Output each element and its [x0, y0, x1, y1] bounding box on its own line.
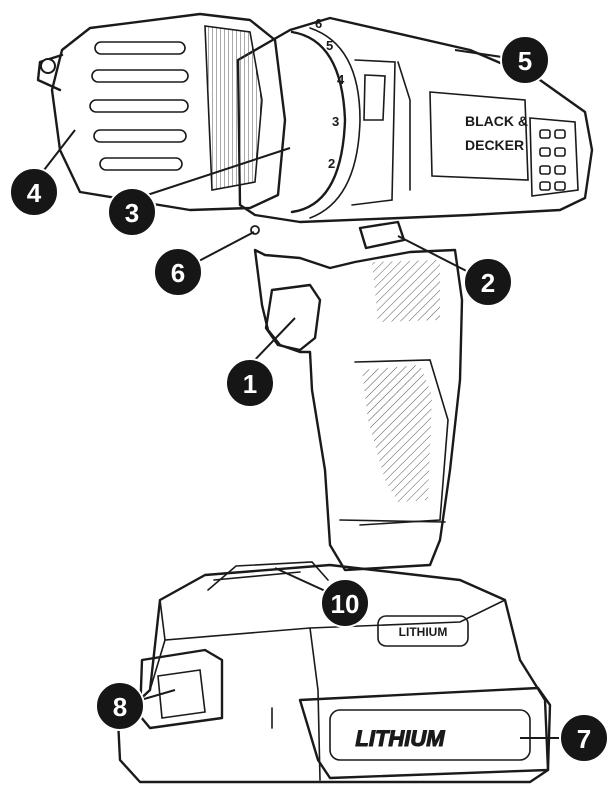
clutch-numbers: 2 3 4 5 6 [315, 16, 345, 171]
keyless-chuck [36, 12, 287, 212]
clutch-number: 3 [332, 114, 339, 129]
trigger-switch [264, 283, 322, 352]
battery-label-large: LITHIUM [355, 726, 445, 751]
callout-10: 10 [320, 578, 370, 628]
callout-label: 10 [331, 589, 360, 619]
callout-label: 8 [113, 692, 127, 722]
callout-6: 6 [153, 247, 203, 297]
callout-leaders [33, 49, 580, 739]
clutch-number: 5 [326, 38, 333, 53]
drill-handle [250, 220, 464, 572]
callout-label: 4 [27, 178, 42, 208]
drill-body: BLACK & DECKER 2 3 4 5 6 [236, 16, 594, 224]
callout-label: 3 [125, 198, 139, 228]
battery-badge-small [377, 615, 469, 647]
forward-reverse-slider [358, 220, 406, 250]
callout-label: 6 [171, 258, 185, 288]
clutch-number: 4 [337, 72, 345, 87]
brand-line-2: DECKER [465, 137, 524, 153]
battery-pack: LITHIUM LITHIUM [116, 561, 552, 784]
brand-logo: BLACK & DECKER [465, 113, 528, 153]
callout-label: 1 [243, 369, 257, 399]
brand-line-1: BLACK & [465, 113, 528, 129]
callout-5: 5 [500, 35, 550, 85]
clutch-number: 6 [315, 16, 322, 31]
callout-2: 2 [463, 257, 513, 307]
callout-7: 7 [559, 713, 609, 763]
battery-label-small: LITHIUM [399, 625, 448, 639]
clutch-number: 2 [328, 156, 335, 171]
callout-1: 1 [225, 358, 275, 408]
callout-label: 2 [481, 268, 495, 298]
callout-label: 5 [518, 46, 532, 76]
callout-3: 3 [107, 187, 157, 237]
callout-8: 8 [95, 681, 145, 731]
battery-badge-large [329, 709, 531, 761]
callout-label: 7 [577, 724, 591, 754]
callout-4: 4 [9, 167, 59, 217]
torque-clutch-ring [290, 30, 347, 214]
